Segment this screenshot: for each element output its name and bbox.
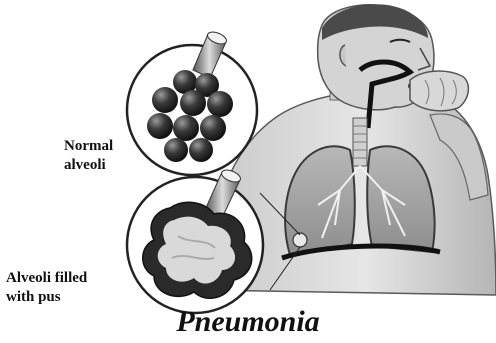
label-pus-alveoli: Alveoli filled with pus (6, 269, 87, 307)
normal-alveoli-inset (127, 30, 257, 175)
label-line: Normal (64, 137, 113, 156)
label-normal-alveoli: Normal alveoli (64, 137, 113, 175)
figure-title: Pneumonia (0, 305, 496, 339)
label-line: Alveoli filled (6, 269, 87, 288)
label-line: alveoli (64, 156, 113, 175)
